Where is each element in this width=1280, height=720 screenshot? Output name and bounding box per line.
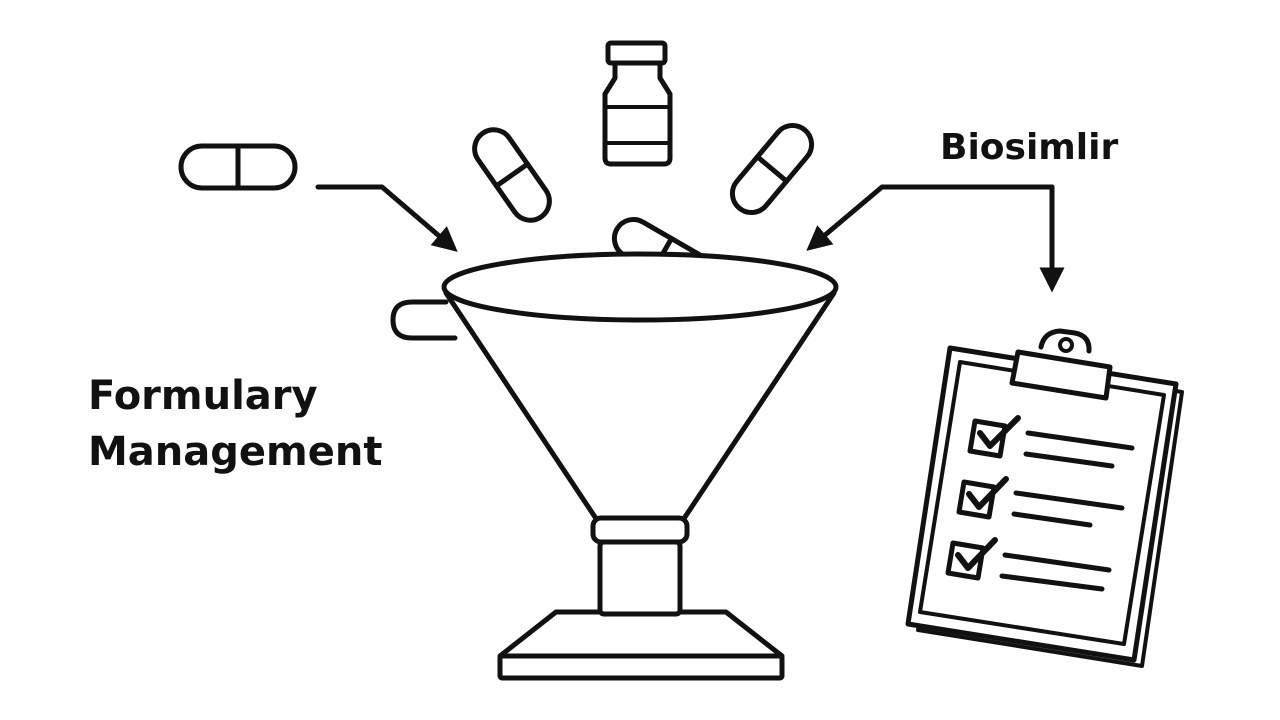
formulary-label-line2: Management [88,429,383,475]
capsule-icon [178,143,298,191]
checkbox-checked-icon [967,415,1021,459]
formulary-label-line1: Formulary [88,373,318,419]
capsule-icon [729,122,815,216]
formulary-management-label: Formulary Management [88,368,382,480]
funnel-icon [390,251,839,681]
capsule-icon [472,127,552,223]
vial-icon [602,40,673,167]
arrow-icon [806,184,1055,251]
arrow-icon [315,184,458,252]
checkbox-checked-icon [945,537,998,581]
clipboard-checklist-icon [905,328,1184,668]
biosimilar-label: Biosimlir [940,127,1119,168]
checkbox-checked-icon [956,476,1009,520]
